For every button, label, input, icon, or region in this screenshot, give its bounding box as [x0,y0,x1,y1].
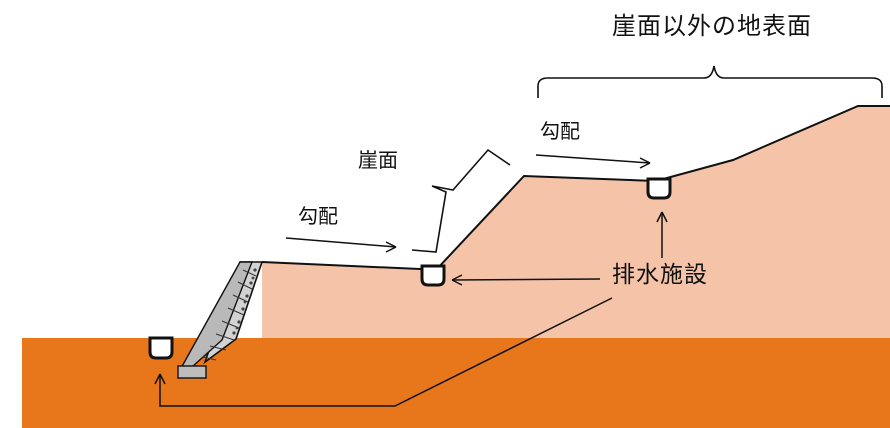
drainage-leader-middle [451,274,601,286]
drainage-leader-upper [656,211,668,258]
surface-brace [537,65,883,98]
other-ground-surface-label: 崖面以外の地表面 [612,12,812,40]
gradient-label-lower: 勾配 [298,204,338,228]
gradient-arrow-upper [535,154,651,169]
gradient-arrow-lower [285,237,397,253]
gradient-label-upper: 勾配 [540,119,580,143]
retaining-wall [177,261,264,379]
drainage-label: 排水施設 [612,262,708,288]
drain-channel-middle [420,264,446,287]
drainage-leader-lower [154,297,613,407]
drain-channel-lower [148,336,174,360]
drain-channel-upper [646,177,672,200]
fill-slope [262,106,890,338]
cliff-face-label: 崖面 [358,148,398,172]
cliff-face-brace [411,148,511,253]
